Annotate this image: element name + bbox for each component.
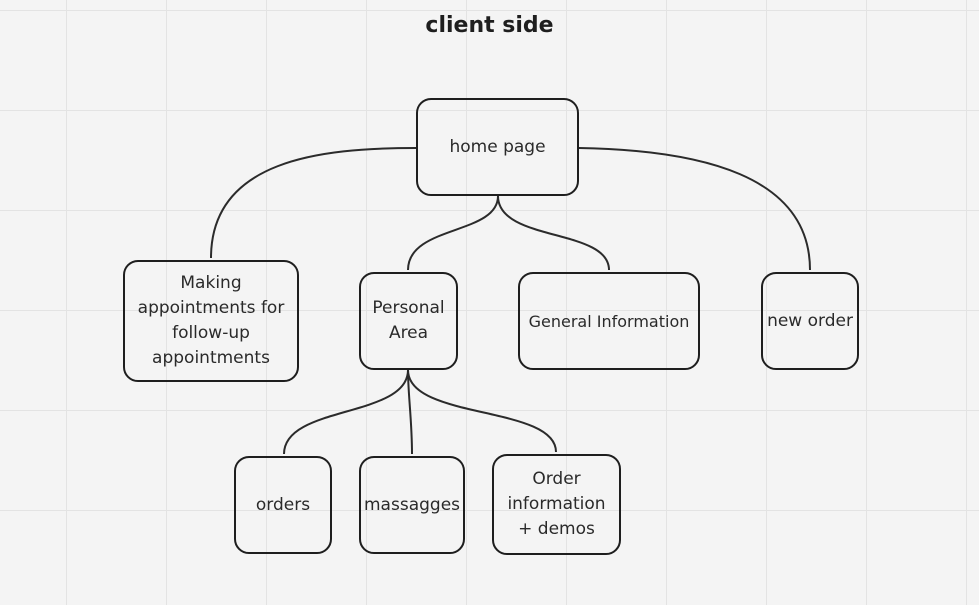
node-order-information-demos[interactable]: Order information + demos bbox=[492, 454, 621, 555]
edge-home-general bbox=[497, 195, 610, 271]
node-personal-area[interactable]: Personal Area bbox=[359, 272, 458, 370]
edge-home-followup bbox=[210, 147, 417, 259]
edge-personal-orderinfo bbox=[407, 369, 557, 453]
edge-home-personal bbox=[407, 195, 499, 271]
node-label: Order information + demos bbox=[507, 469, 606, 539]
node-label: massagges bbox=[364, 494, 461, 515]
diagram-title: client side bbox=[425, 13, 554, 38]
node-label: home page bbox=[449, 136, 546, 157]
node-orders[interactable]: orders bbox=[234, 456, 332, 554]
node-massages[interactable]: massagges bbox=[359, 456, 465, 554]
node-label: Making appointments for follow-up appoin… bbox=[137, 273, 285, 368]
node-new-order[interactable]: new order bbox=[761, 272, 859, 370]
node-label: Personal Area bbox=[372, 298, 445, 343]
node-follow-up-appointments[interactable]: Making appointments for follow-up appoin… bbox=[123, 260, 299, 382]
edge-personal-massages bbox=[407, 369, 413, 455]
node-label: orders bbox=[255, 494, 311, 515]
node-label: new order bbox=[767, 310, 853, 331]
node-general-information[interactable]: General Information bbox=[518, 272, 700, 370]
node-home-page[interactable]: home page bbox=[416, 98, 579, 196]
node-label: General Information bbox=[528, 311, 690, 331]
edge-personal-orders bbox=[283, 369, 409, 455]
edge-home-neworder bbox=[578, 147, 811, 271]
